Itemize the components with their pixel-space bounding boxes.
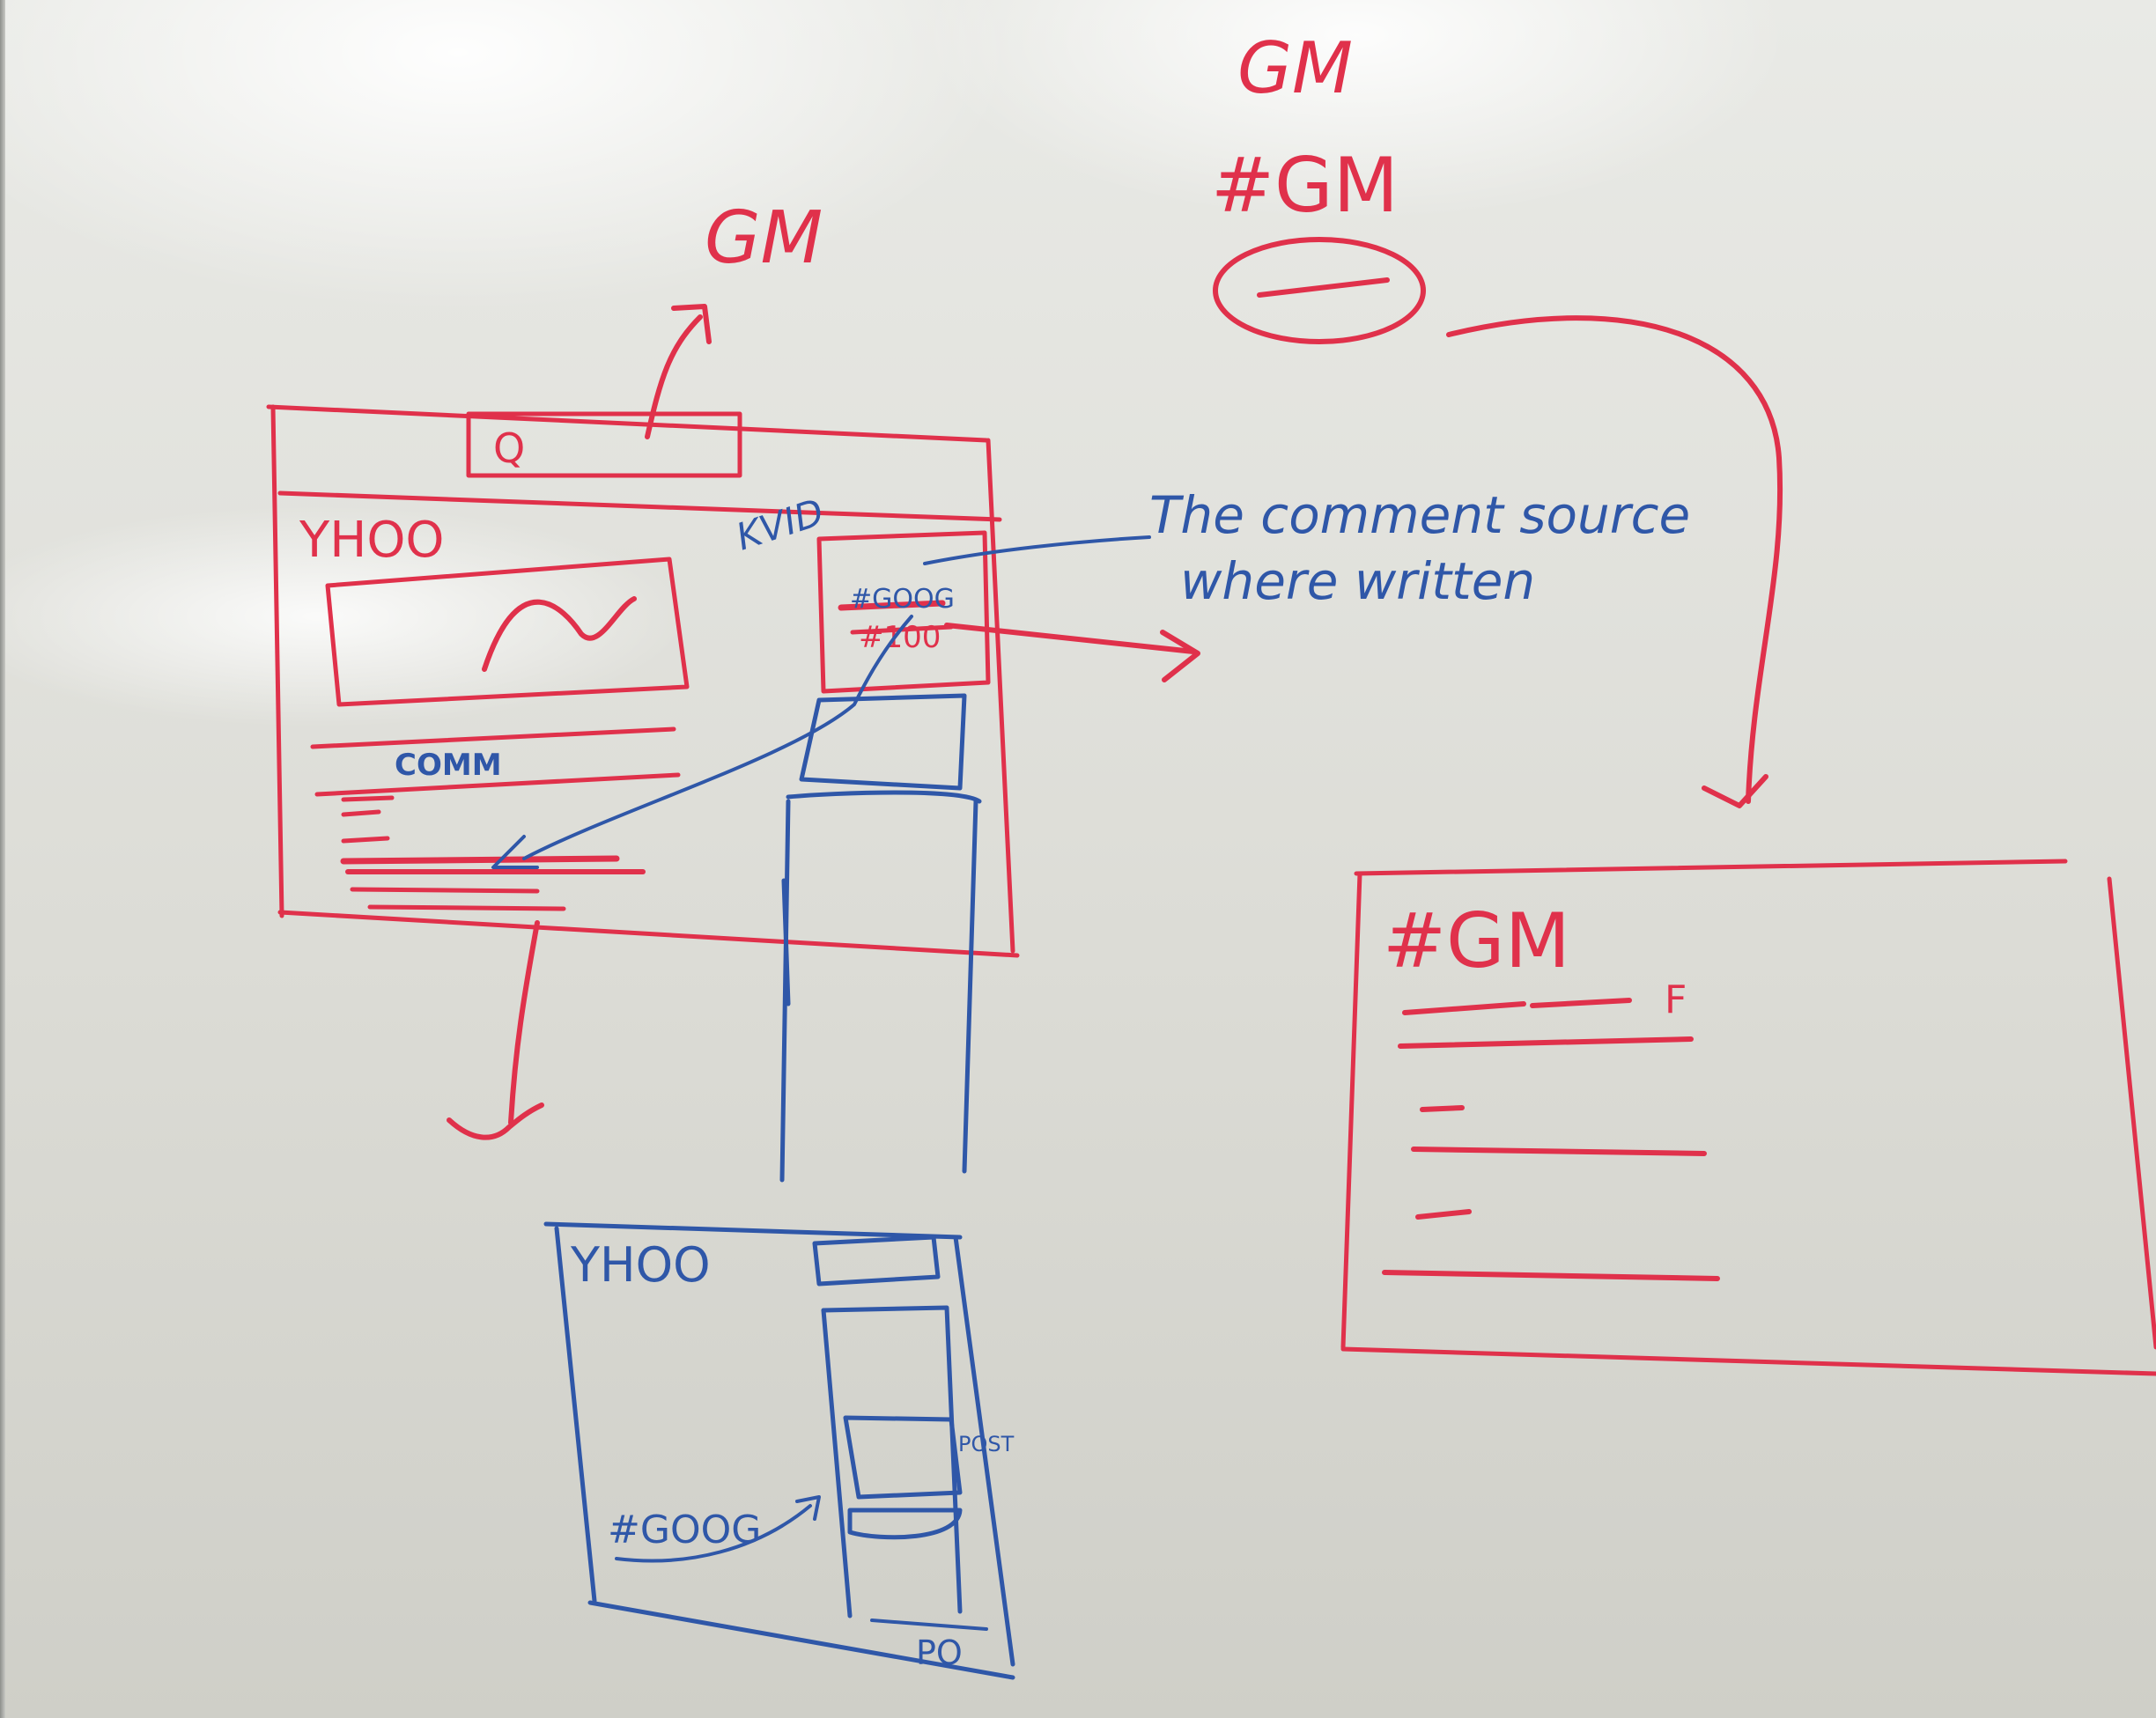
blue-text-group: KVID COMM #GOOG The comment source where… [395, 485, 1690, 1672]
blue-sketch [491, 535, 1151, 1680]
board-frame [0, 0, 5, 1718]
gm-page-title: #GM [1383, 897, 1570, 985]
gm-label-top: GM [1237, 27, 1353, 109]
goog-hash-label: #GOOG [850, 584, 955, 615]
gm-page-sketch: #GM F [1340, 859, 2156, 1376]
yhoo-label-red: YHOO [299, 512, 444, 569]
search-q-label: Q [493, 424, 525, 472]
yhoo-label-blue: YHOO [570, 1237, 711, 1293]
chart-box-sketch [325, 557, 690, 707]
post-label: POST [958, 1432, 1015, 1456]
hash-100-label: #100 [859, 620, 941, 655]
red-oval-arrow [1213, 237, 1783, 808]
chart-line-sketch [482, 596, 637, 672]
search-box-sketch [466, 411, 742, 478]
hashtag-gm-label: #GM [1211, 142, 1399, 230]
gm-label-left: GM [705, 196, 823, 280]
post-short-label: PO [916, 1633, 963, 1672]
annotation-line-1: The comment source [1149, 485, 1690, 545]
kvid-label: KVID [731, 490, 829, 559]
comm-label: COMM [395, 748, 502, 783]
side-panel-sketch [816, 530, 991, 694]
red-text-group: GM GM #GM YHOO #100 [299, 27, 1399, 655]
gm-page-sub: F [1665, 977, 1687, 1022]
red-page-sketch: Q [266, 304, 1200, 1140]
annotation-line-2: where written [1180, 551, 1535, 611]
goog-blue-label: #GOOG [608, 1508, 761, 1552]
